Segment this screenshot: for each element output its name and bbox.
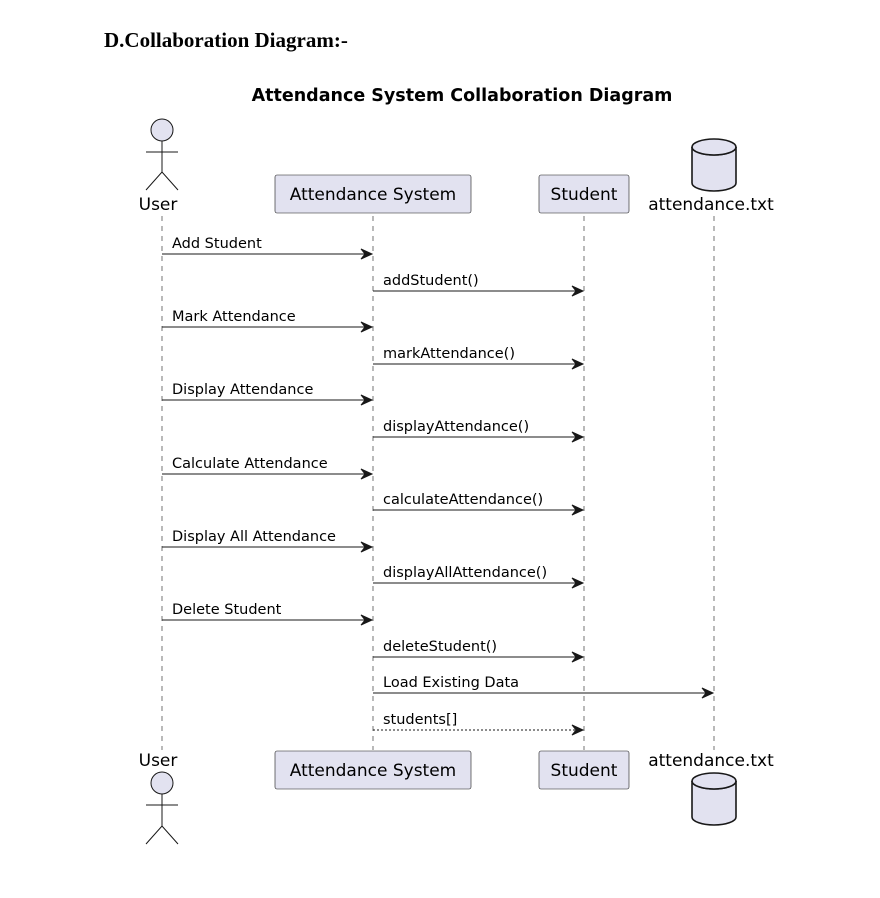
participant-student-top: Student	[538, 174, 630, 214]
participants-top: User Attendance System Student attendance.t…	[139, 118, 774, 215]
participant-label-student-top: Student	[551, 185, 618, 205]
arrow-head	[701, 687, 715, 699]
participant-user-bottom: User	[139, 751, 179, 845]
message-label: Mark Attendance	[172, 309, 296, 325]
page-heading: D.Collaboration Diagram:-	[104, 28, 348, 52]
diagram-title: Attendance System Collaboration Diagram	[252, 86, 673, 106]
message-7: Calculate Attendance	[162, 456, 374, 480]
message-1: Add Student	[162, 236, 374, 260]
message-9: Display All Attendance	[162, 529, 374, 553]
arrow-head	[571, 431, 585, 443]
participant-label-user-top: User	[139, 195, 178, 215]
message-5: Display Attendance	[162, 382, 374, 406]
participant-label-file-top: attendance.txt	[648, 195, 774, 215]
messages: Add Student addStudent() Mark Attendance ma…	[162, 236, 715, 736]
message-label: Calculate Attendance	[172, 456, 328, 472]
arrow-head	[360, 541, 374, 553]
participant-label-file-bottom: attendance.txt	[648, 751, 774, 771]
message-3: Mark Attendance	[162, 309, 374, 333]
arrow-head	[571, 285, 585, 297]
participant-file-bottom: attendance.txt	[648, 751, 774, 826]
message-label: Display All Attendance	[172, 529, 336, 545]
participant-student-bottom: Student	[538, 750, 630, 790]
message-8: calculateAttendance()	[373, 492, 585, 516]
participant-user-top: User	[139, 118, 179, 215]
message-13: Load Existing Data	[373, 675, 715, 699]
participant-system-bottom: Attendance System	[274, 750, 472, 790]
message-label: calculateAttendance()	[383, 492, 543, 508]
message-4: markAttendance()	[373, 346, 585, 370]
arrow-head	[360, 248, 374, 260]
participant-label-system-bottom: Attendance System	[290, 761, 456, 781]
arrow-head	[571, 504, 585, 516]
arrow-head	[360, 321, 374, 333]
arrow-head	[571, 577, 585, 589]
message-12: deleteStudent()	[373, 639, 585, 663]
message-10: displayAllAttendance()	[373, 565, 585, 589]
message-label: students[]	[383, 712, 457, 728]
arrow-head	[360, 614, 374, 626]
arrow-head	[360, 468, 374, 480]
message-label: Display Attendance	[172, 382, 313, 398]
participant-label-student-bottom: Student	[551, 761, 618, 781]
message-2: addStudent()	[373, 273, 585, 297]
participant-system-top: Attendance System	[274, 174, 472, 214]
message-label: Load Existing Data	[383, 675, 519, 691]
message-11: Delete Student	[162, 602, 374, 626]
message-14: students[]	[373, 712, 585, 736]
message-label: deleteStudent()	[383, 639, 497, 655]
message-label: displayAttendance()	[383, 419, 529, 435]
participant-file-top: attendance.txt	[648, 138, 774, 215]
message-6: displayAttendance()	[373, 419, 585, 443]
message-label: Add Student	[172, 236, 262, 252]
arrow-head	[360, 394, 374, 406]
participant-label-system-top: Attendance System	[290, 185, 456, 205]
arrow-head	[571, 358, 585, 370]
participant-label-user-bottom: User	[139, 751, 178, 771]
arrow-head	[571, 724, 585, 736]
lifelines	[161, 216, 715, 750]
arrow-head	[571, 651, 585, 663]
message-label: Delete Student	[172, 602, 282, 618]
message-label: displayAllAttendance()	[383, 565, 547, 581]
message-label: addStudent()	[383, 273, 479, 289]
message-label: markAttendance()	[383, 346, 515, 362]
